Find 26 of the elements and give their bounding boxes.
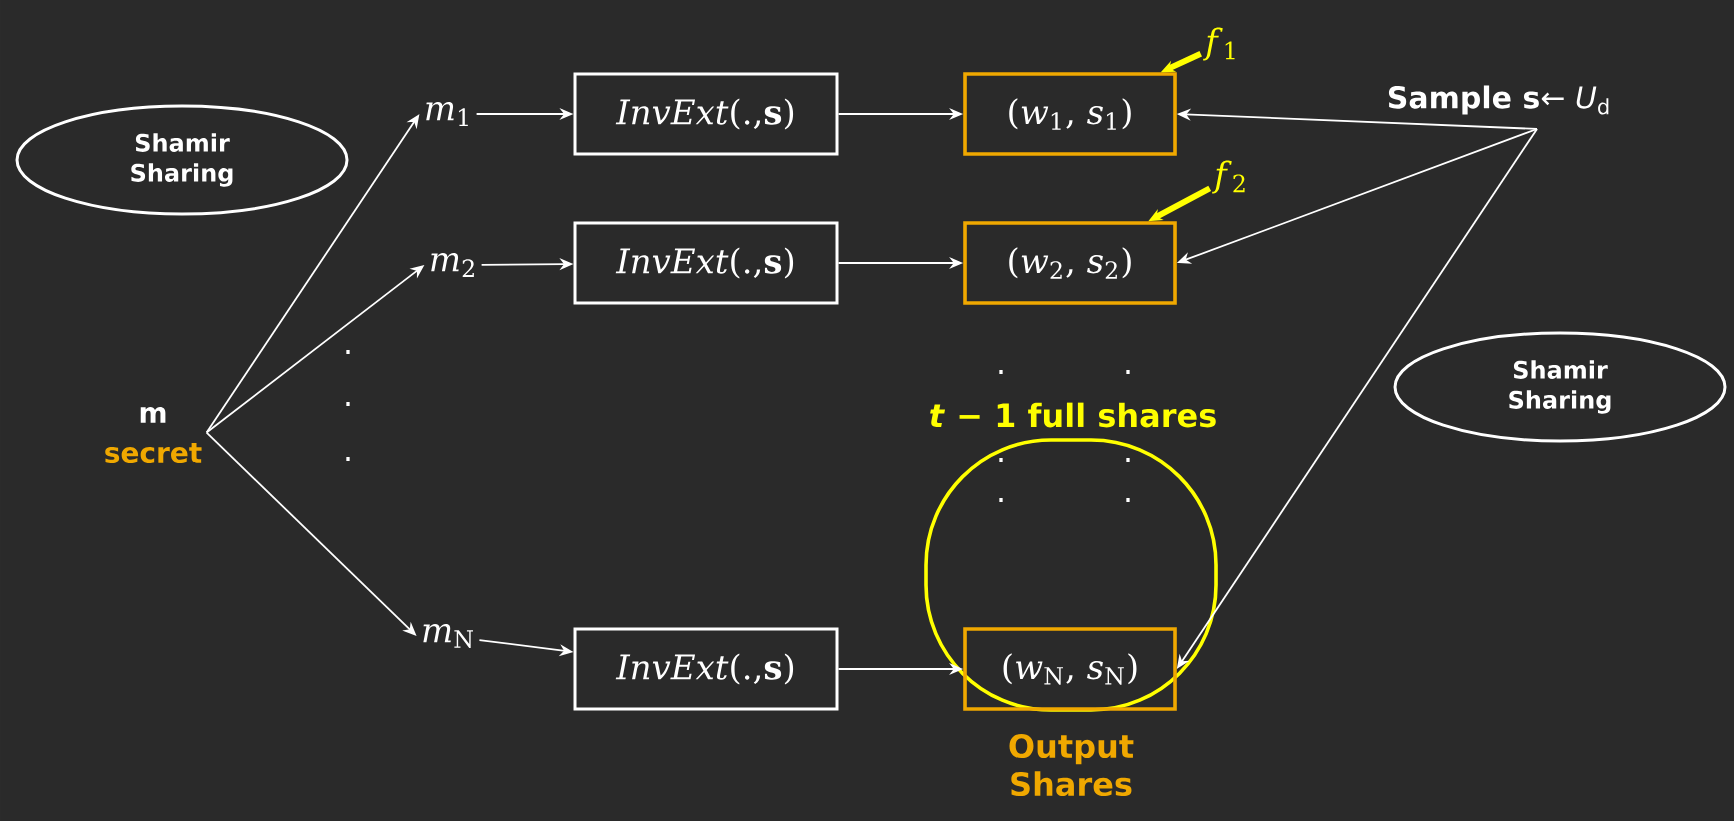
source-label: Sample s← U$_{d}$: [1388, 85, 1609, 115]
ellipse-label: Shamir Sharing: [15, 104, 349, 216]
function-label: f$_{1}$: [1203, 27, 1235, 61]
message-label: m$_{2}$: [431, 253, 474, 277]
share-box: (w$_{N}$, s$_{N}$): [963, 627, 1177, 711]
ellipsis-dot: .: [346, 402, 350, 406]
group-heading: t − 1 full shares: [930, 402, 1216, 428]
share-box: (w$_{2}$, s$_{2}$): [963, 221, 1177, 305]
process-box: InvExt(.,s): [573, 221, 839, 305]
ellipsis-dot: .: [1126, 458, 1130, 462]
ellipse-label: Shamir Sharing: [1393, 331, 1727, 443]
ellipsis-dot: .: [346, 457, 350, 461]
message-label: m$_{N}$: [423, 624, 473, 648]
process-box: InvExt(.,s): [573, 72, 839, 156]
ellipsis-dot: .: [999, 458, 1003, 462]
ellipsis-dot: .: [999, 498, 1003, 502]
function-label: f$_{2}$: [1212, 160, 1245, 194]
ellipsis-dot: .: [1126, 370, 1130, 374]
message-label: m$_{1}$: [426, 102, 468, 126]
input-label: m secret: [105, 406, 202, 464]
share-box: (w$_{1}$, s$_{1}$): [963, 72, 1177, 156]
ellipsis-dot: .: [346, 350, 350, 354]
process-box: InvExt(.,s): [573, 627, 839, 711]
ellipsis-dot: .: [1126, 498, 1130, 502]
group-caption: Output Shares: [1009, 733, 1134, 797]
ellipsis-dot: .: [999, 370, 1003, 374]
